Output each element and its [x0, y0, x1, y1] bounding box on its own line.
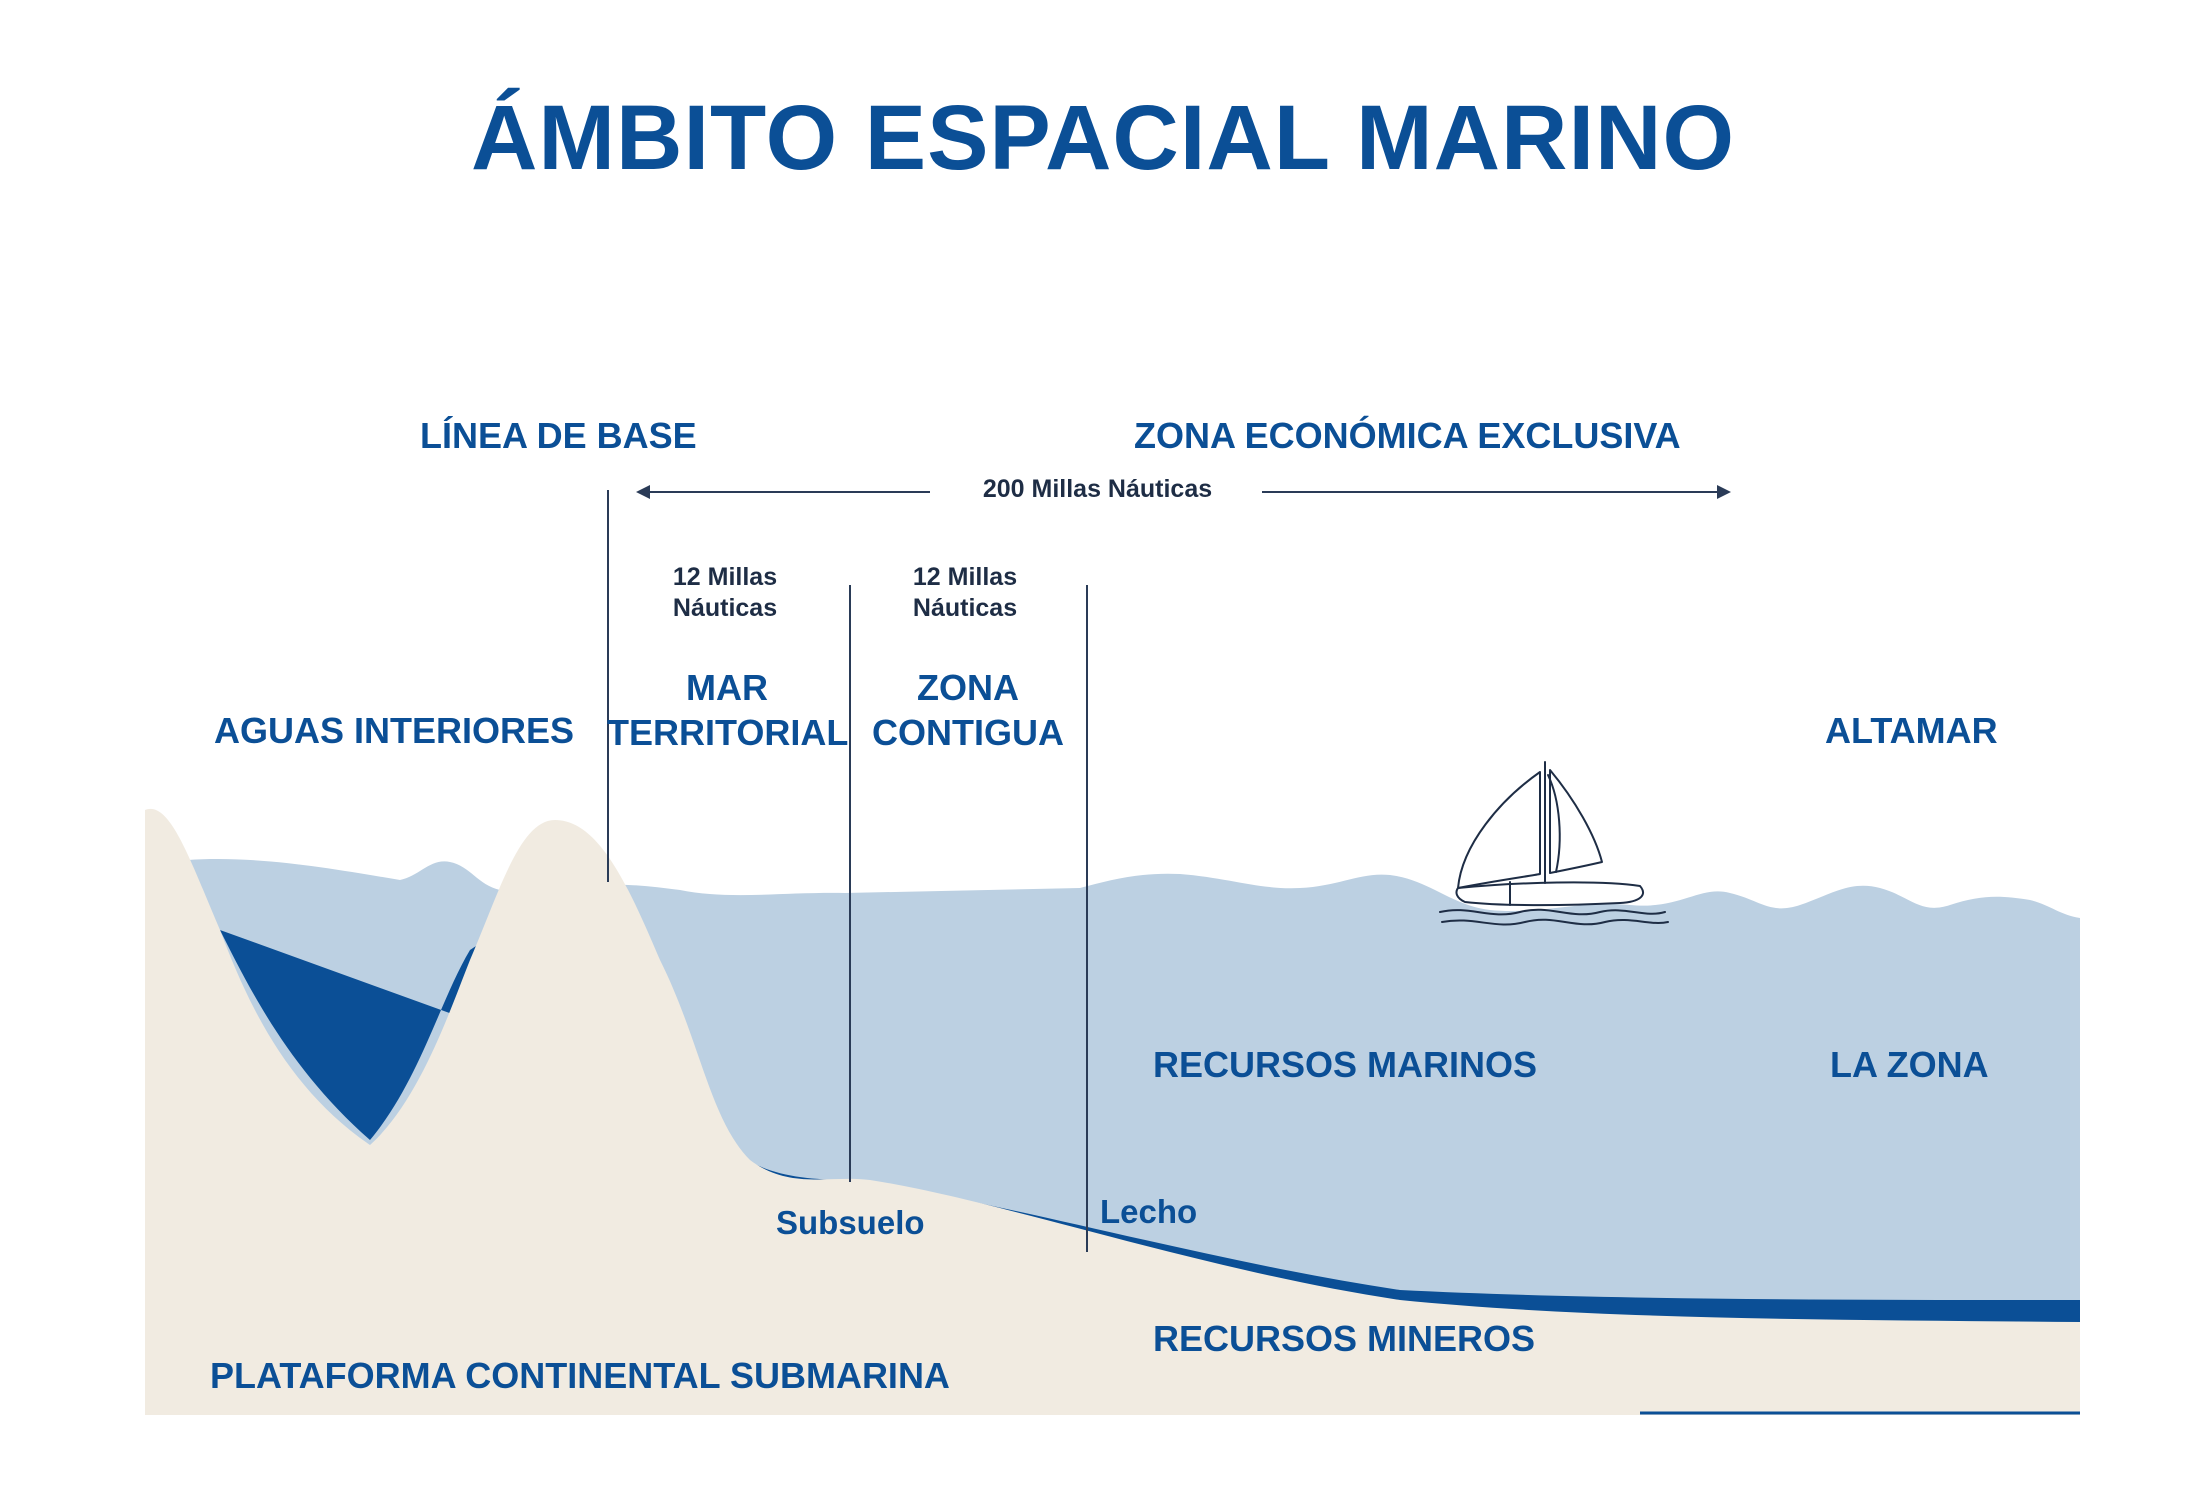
land-mass: [145, 808, 2080, 1415]
label-plataforma-continental: PLATAFORMA CONTINENTAL SUBMARINA: [210, 1355, 950, 1396]
label-12-millas-contigua-line2: Náuticas: [912, 594, 1018, 622]
label-12-millas-territorial-line1: 12 Millas: [672, 563, 778, 591]
seabed-layer: [220, 890, 2080, 1330]
label-12-millas-contigua-line1: 12 Millas: [912, 563, 1018, 591]
label-recursos-marinos: RECURSOS MARINOS: [1153, 1044, 1538, 1085]
label-mar-territorial-line2: TERRITORIAL: [607, 712, 849, 753]
arrow-left-head: [636, 485, 650, 499]
label-subsuelo: Subsuelo: [776, 1204, 925, 1241]
label-200-millas: 200 Millas Náuticas: [982, 475, 1213, 503]
label-mar-territorial: MAR TERRITORIAL: [607, 665, 849, 755]
label-mar-territorial-line1: MAR: [686, 667, 768, 708]
label-aguas-interiores: AGUAS INTERIORES: [214, 710, 575, 751]
label-recursos-mineros: RECURSOS MINEROS: [1153, 1318, 1536, 1359]
sailboat-icon: [1439, 761, 1669, 926]
label-la-zona: LA ZONA: [1830, 1044, 1989, 1085]
label-12-millas-territorial: 12 Millas Náuticas: [640, 562, 810, 624]
label-zona-contigua-line2: CONTIGUA: [872, 712, 1064, 753]
label-zona-contigua-line1: ZONA: [917, 667, 1019, 708]
label-12-millas-territorial-line2: Náuticas: [672, 594, 778, 622]
label-12-millas-contigua: 12 Millas Náuticas: [880, 562, 1050, 624]
label-zona-contigua: ZONA CONTIGUA: [858, 665, 1078, 755]
label-linea-de-base: LÍNEA DE BASE: [420, 415, 697, 456]
label-lecho: Lecho: [1100, 1193, 1198, 1230]
page-title: ÁMBITO ESPACIAL MARINO: [470, 87, 1736, 189]
label-zona-economica: ZONA ECONÓMICA EXCLUSIVA: [1134, 415, 1681, 456]
label-altamar: ALTAMAR: [1825, 710, 1998, 751]
arrow-right-head: [1717, 485, 1731, 499]
